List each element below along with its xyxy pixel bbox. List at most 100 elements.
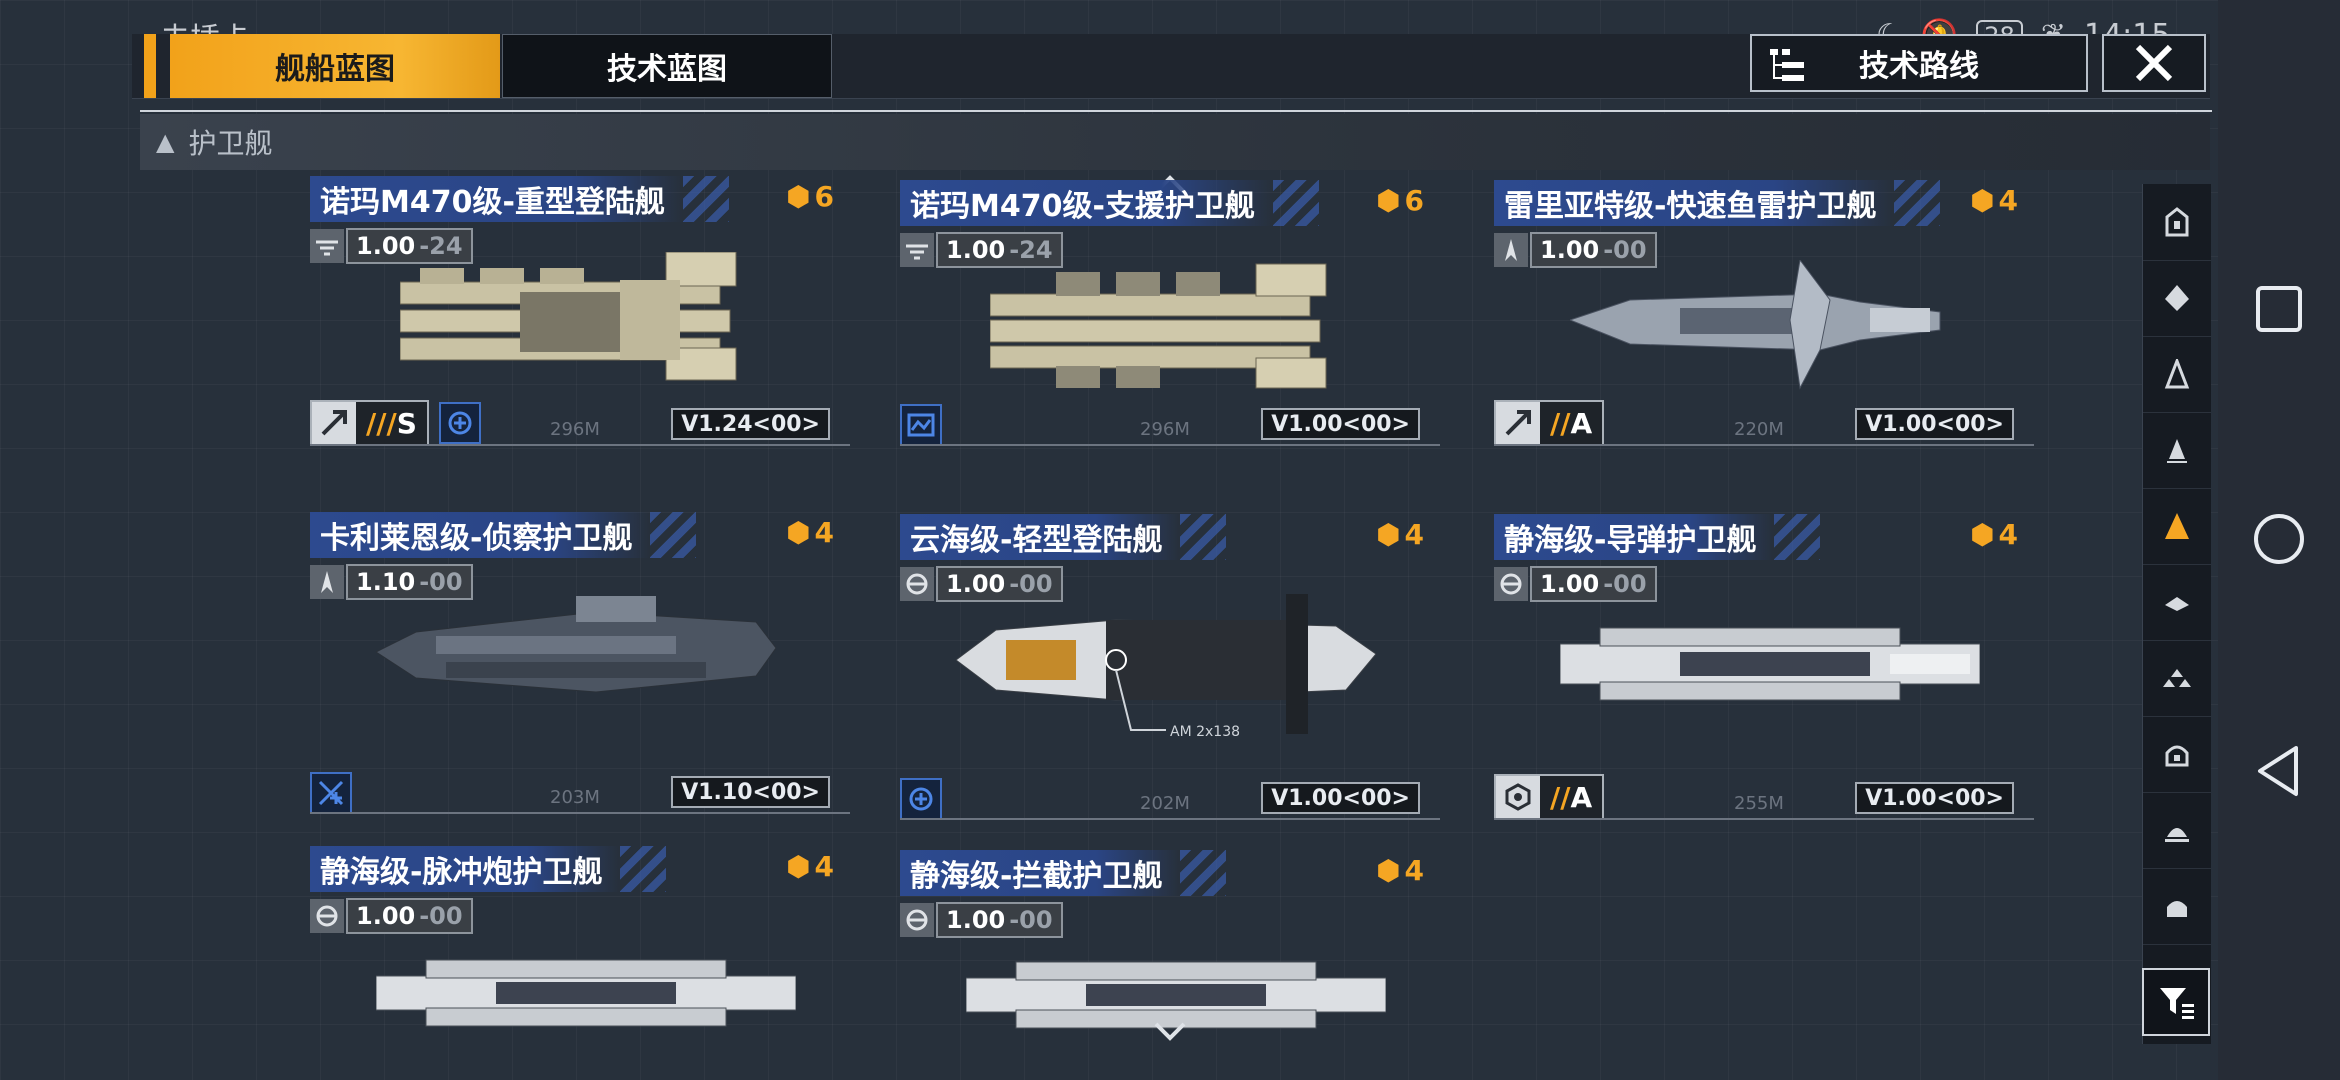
class-icon [310,565,344,599]
rank-prefix: // [1550,406,1571,440]
ship-image: AM 2x138 [956,594,1376,740]
defense-gear-icon [1496,776,1540,818]
tab-ship-blueprint-label: 舰船蓝图 [275,52,395,87]
cost-icon: ⬢ [786,516,811,549]
home-icon[interactable] [2250,510,2308,568]
level-row: 1.00-00 [310,898,473,934]
rank-letter: A [1570,406,1593,440]
cruiser-icon [2164,359,2190,389]
special-icon [2167,901,2187,917]
ship-image [376,959,796,1027]
ship-title: 云海级-轻型登陆舰 [900,514,1227,560]
ship-title: 诺玛M470级-重型登陆舰 [310,176,729,222]
ship-image [376,596,776,693]
level-main: 1.00 [1540,570,1600,598]
corvette-icon [2165,597,2189,611]
cost-icon: ⬢ [1376,518,1401,551]
level-value: 1.00-00 [1530,232,1657,268]
tech-route-label: 技术路线 [1859,49,1979,84]
ship-length: 296M [550,419,600,440]
rank-letter: S [396,406,417,440]
collapse-triangle-icon: ▲ [156,128,175,156]
tab-tech-blueprint-label: 技术蓝图 [607,52,727,87]
filter-cruiser-button[interactable] [2143,336,2211,413]
ship-card[interactable]: 卡利莱恩级-侦察护卫舰 ⬢4 1.10-00 203M V1.10<00> [310,512,850,822]
level-row: 1.00-00 [1494,232,1657,268]
ship-length: 203M [550,787,600,808]
ship-card[interactable]: 诺玛M470级-重型登陆舰 ⬢6 1.00-24 ///S 296M V1.24… [310,176,850,486]
filter-destroyer-button[interactable] [2143,412,2211,489]
level-sub: -00 [1009,906,1053,934]
filter-icon [2160,988,2194,1019]
filter-fighter-button[interactable] [2143,640,2211,717]
badge-row [900,404,942,446]
ship-card[interactable]: 诺玛M470级-支援护卫舰 ⬢6 1.00-24 296M V1.00<00> [900,180,1440,490]
tab-tech-blueprint[interactable]: 技术蓝图 [502,34,832,98]
rank-prefix: // [1550,780,1571,814]
ship-version: V1.00<00> [1855,408,2014,440]
ship-cost: ⬢6 [1376,184,1424,217]
cost-value: 6 [1404,184,1424,217]
filter-special-button[interactable] [2143,868,2211,945]
ship-baseline [900,444,1440,446]
cost-icon: ⬢ [1376,184,1401,217]
level-main: 1.00 [946,570,1006,598]
ship-card[interactable]: 静海级-导弹护卫舰 ⬢4 1.00-00 //A 255M V1.00<00> [1494,514,2034,824]
level-main: 1.00 [356,902,416,930]
section-header-frigate[interactable]: ▲ 护卫舰 [140,114,2210,170]
tab-ship-blueprint[interactable]: 舰船蓝图 [144,34,500,98]
badge-row: ///S [310,400,481,446]
filter-battleship-button[interactable] [2143,260,2211,337]
level-sub: -00 [1603,236,1647,264]
skill-gear-icon[interactable] [900,778,942,820]
skill-gear-icon[interactable] [438,402,481,444]
level-sub: -24 [1009,236,1053,264]
support-icon [2165,828,2189,842]
ship-baseline [1494,444,2034,446]
level-value: 1.00-00 [346,898,473,934]
ship-card[interactable]: 雷里亚特级-快速鱼雷护卫舰 ⬢4 1.00-00 //A 220M V1.00<… [1494,180,2034,490]
tech-route-button[interactable]: 技术路线 [1750,34,2088,92]
level-value: 1.10-00 [346,564,473,600]
tree-list-icon [1770,49,1804,81]
filter-corvette-button[interactable] [2143,564,2211,641]
ship-length: 202M [1140,793,1190,814]
cost-value: 4 [1404,518,1424,551]
class-icon [1494,233,1528,267]
skill-intercept-icon[interactable] [310,772,352,814]
ship-length: 255M [1734,793,1784,814]
filter-carrier-button[interactable] [2143,184,2211,261]
cost-value: 4 [1998,184,2018,217]
rank-badge[interactable]: //A [1494,774,1605,820]
level-sub: -00 [419,568,463,596]
close-button[interactable] [2102,34,2206,92]
filter-support-button[interactable] [2143,792,2211,869]
class-icon [900,903,934,937]
ship-cost: ⬢4 [786,516,834,549]
rank-badge[interactable]: //A [1494,400,1605,446]
ship-card[interactable]: 云海级-轻型登陆舰 ⬢4 1.00-00 AM 2x138 202M V1.00… [900,514,1440,824]
scroll-down-icon[interactable] [1154,1022,1186,1042]
level-sub: -00 [1603,570,1647,598]
filter-frigate-button[interactable] [2143,488,2211,565]
ship-image [400,252,737,381]
badge-row [900,778,942,820]
ship-baseline [900,818,1440,820]
ship-card[interactable]: 静海级-拦截护卫舰 ⬢4 1.00-00 [900,850,1440,1080]
recent-apps-icon[interactable] [2250,280,2308,338]
level-value: 1.00-24 [346,228,473,264]
cost-value: 4 [814,850,834,883]
class-icon [310,229,344,263]
ship-card[interactable]: 静海级-脉冲炮护卫舰 ⬢4 1.00-00 [310,846,850,1080]
level-row: 1.00-24 [900,232,1063,268]
cost-icon: ⬢ [1376,854,1401,887]
destroyer-icon [2167,439,2187,463]
skill-image-icon[interactable] [900,404,942,446]
back-icon[interactable] [2250,742,2308,800]
cost-value: 6 [814,180,834,213]
rank-badge[interactable]: ///S [310,400,429,446]
filter-auxiliary-button[interactable] [2143,716,2211,793]
filter-button[interactable] [2142,968,2210,1036]
ship-version: V1.00<00> [1261,782,1420,814]
ship-title: 静海级-拦截护卫舰 [900,850,1227,896]
